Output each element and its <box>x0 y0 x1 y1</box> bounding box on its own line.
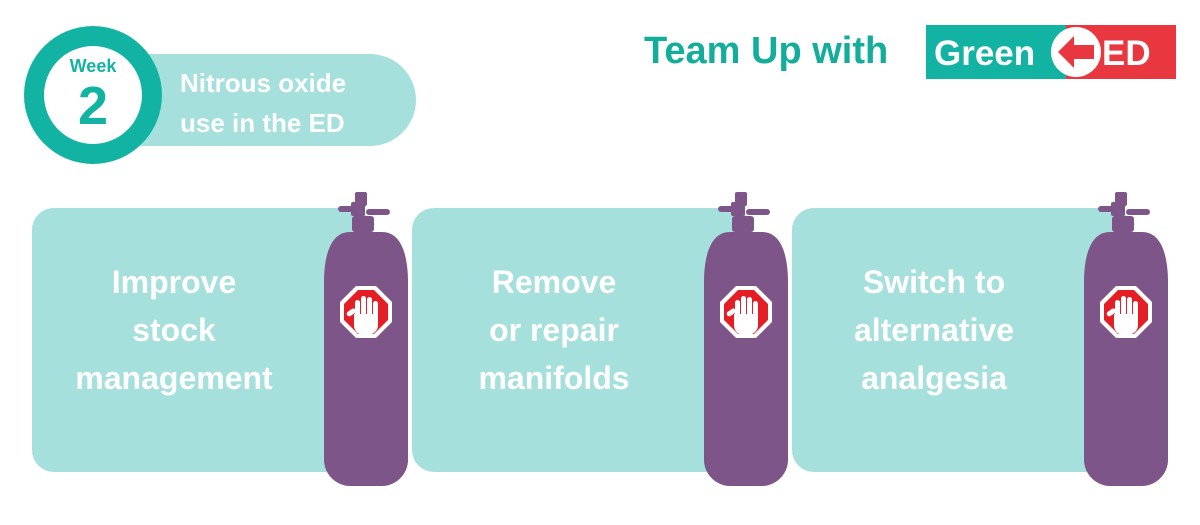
card-1-line-3: management <box>75 360 273 396</box>
stop-hand-icon <box>340 286 392 338</box>
gas-cylinder-icon <box>1084 192 1168 486</box>
card-2-line-3: manifolds <box>478 360 630 396</box>
card-switch-analgesia <box>792 208 1132 472</box>
left-arrow-icon <box>1051 27 1101 77</box>
card-3-line-1: Switch to <box>862 264 1006 300</box>
week-topic-text: Nitrous oxide use in the ED <box>180 63 400 143</box>
stop-hand-icon <box>1100 286 1152 338</box>
card-2-text: Remove or repair manifolds <box>412 258 696 402</box>
week-number: 2 <box>77 76 109 136</box>
gas-cylinder-icon <box>704 192 788 486</box>
logo-ed-text: ED <box>1102 34 1151 73</box>
card-1-line-2: stock <box>132 312 216 348</box>
week-label: Week <box>69 56 117 76</box>
card-3-line-2: alternative <box>853 312 1015 348</box>
card-3-line-3: analgesia <box>861 360 1007 396</box>
week-topic-line-2: use in the ED <box>180 108 345 138</box>
logo-green-text: Green <box>934 34 1035 73</box>
team-up-heading: Team Up with <box>644 30 889 72</box>
week-badge-inner: Week 2 <box>44 46 142 144</box>
week-badge-circle: Week 2 <box>24 26 162 164</box>
greened-logo: Green ED <box>926 25 1176 79</box>
card-2-line-2: or repair <box>489 312 619 348</box>
card-2-line-1: Remove <box>491 264 617 300</box>
logo-green-bg <box>926 25 1066 79</box>
gas-cylinder-icon <box>324 192 408 486</box>
card-3-text: Switch to alternative analgesia <box>792 258 1076 402</box>
card-1-text: Improve stock management <box>32 258 316 402</box>
card-improve-stock <box>32 208 372 472</box>
stop-hand-icon <box>720 286 772 338</box>
card-1-line-1: Improve <box>111 264 237 300</box>
card-remove-manifolds <box>412 208 752 472</box>
week-topic-line-1: Nitrous oxide <box>180 68 347 98</box>
